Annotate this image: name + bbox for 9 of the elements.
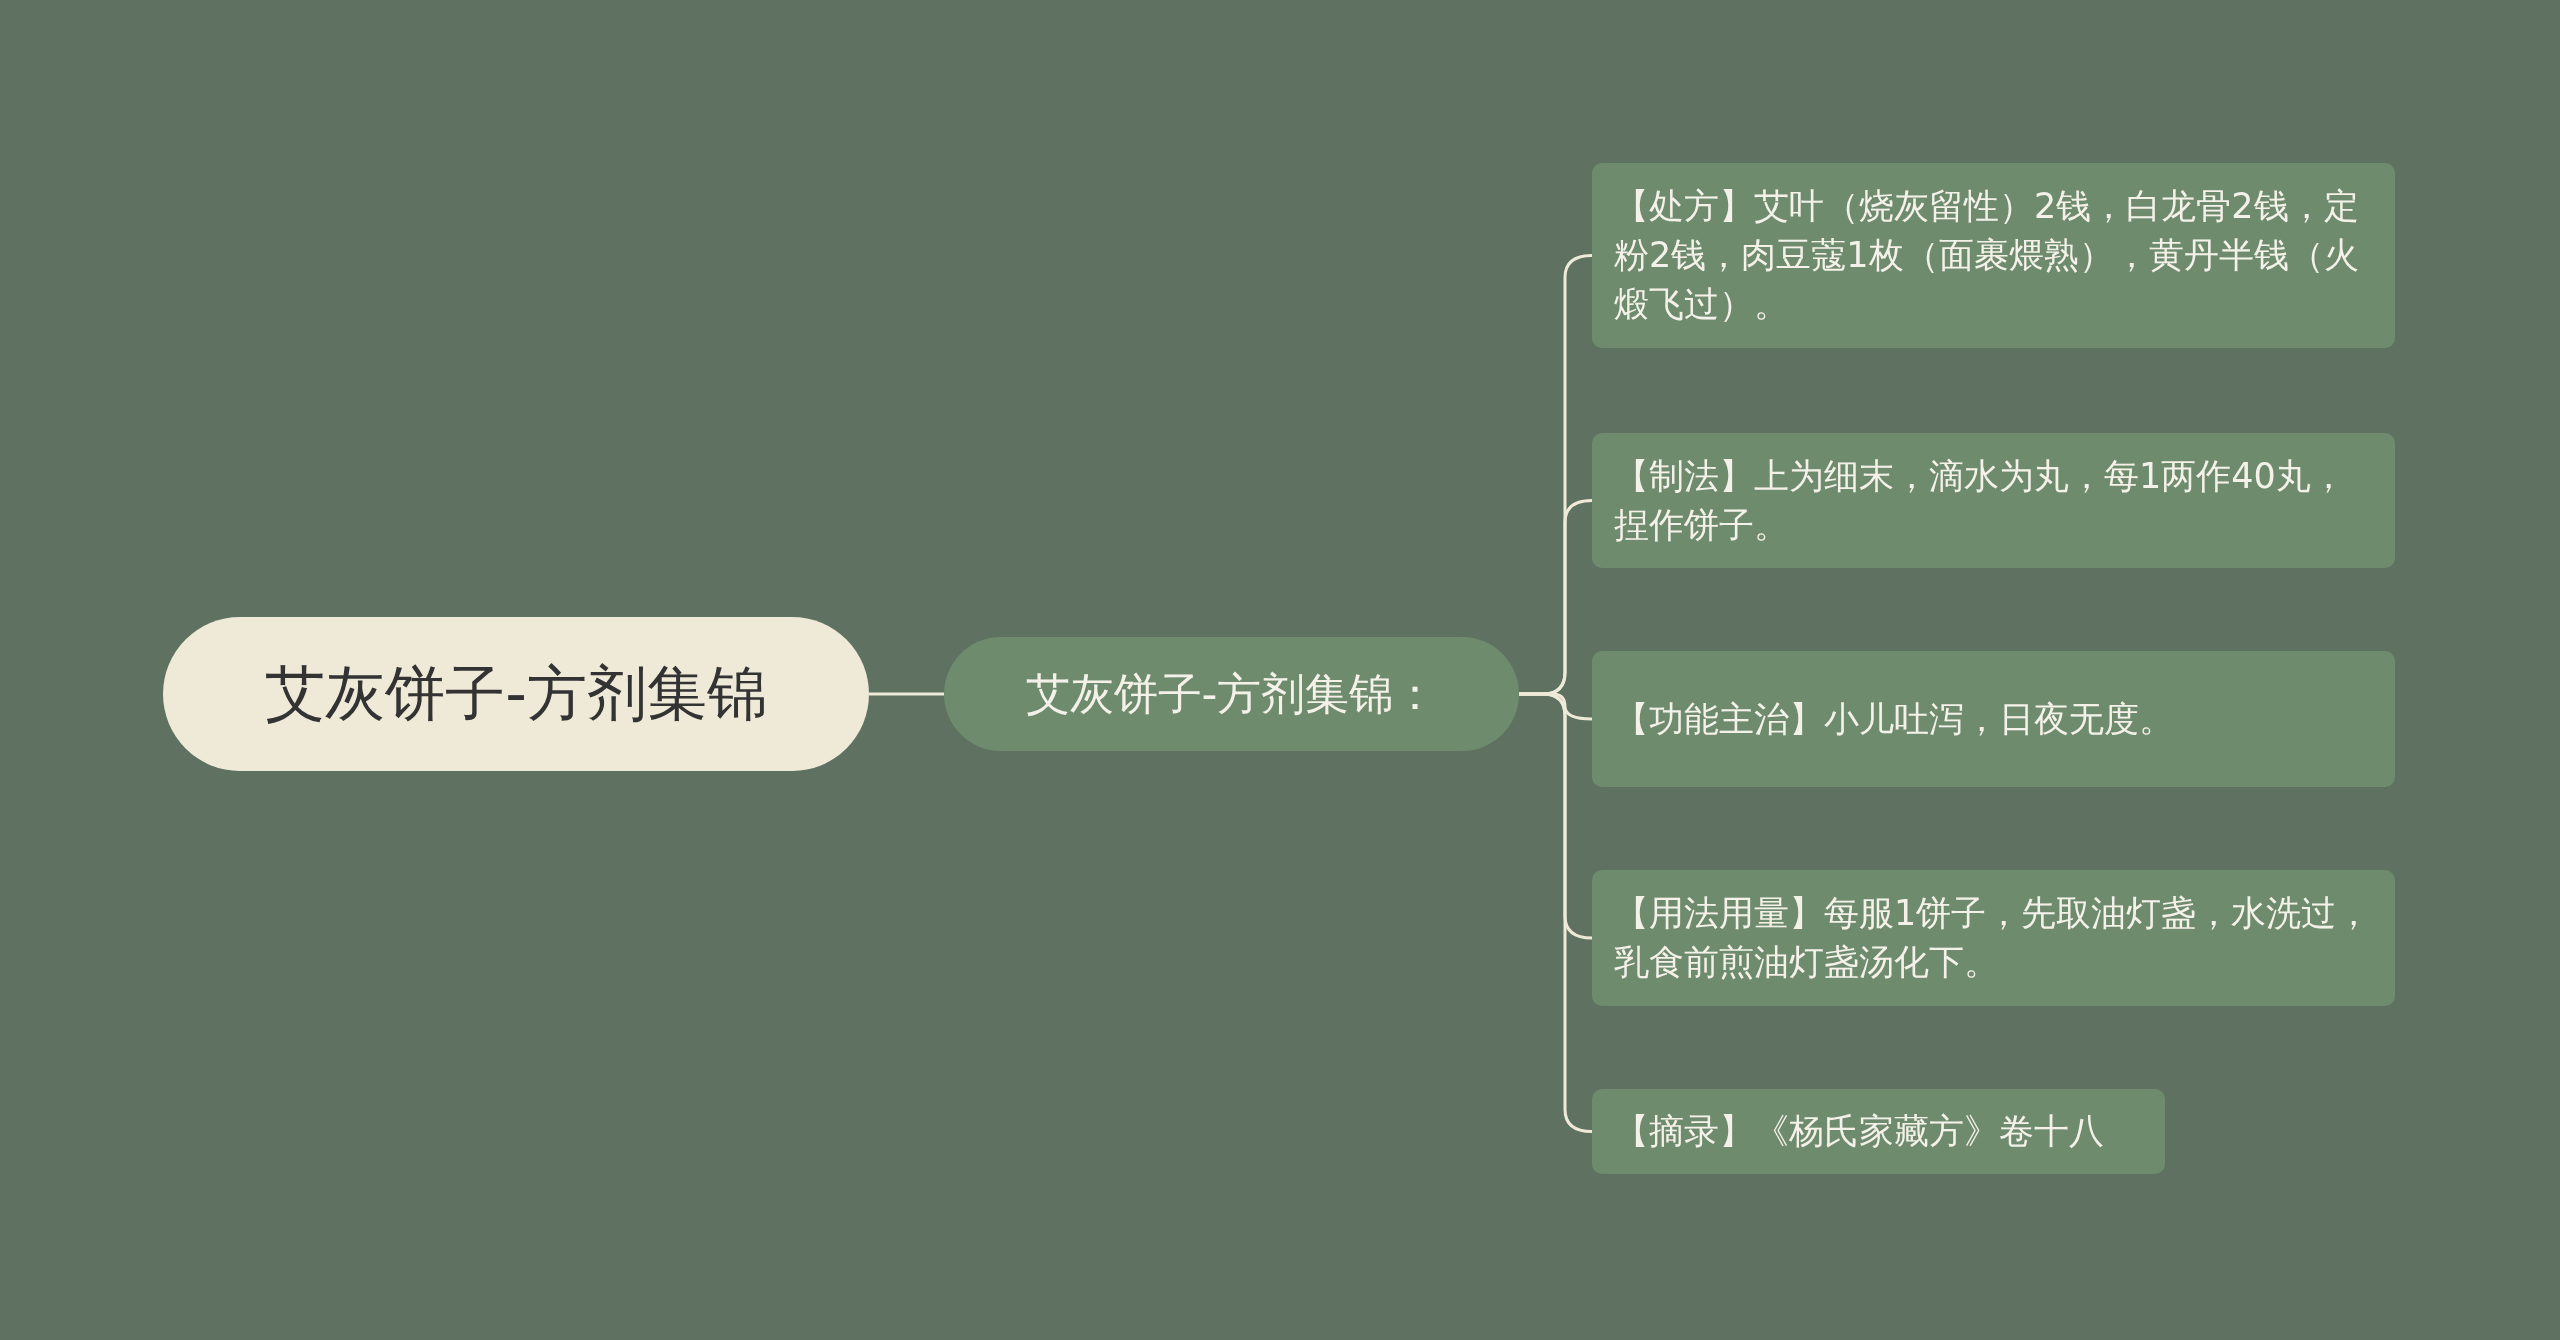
detail-box: 【制法】上为细末，滴水为丸，每1两作40丸，捏作饼子。 [1592,433,2395,568]
detail-box: 【处方】艾叶（烧灰留性）2钱，白龙骨2钱，定粉2钱，肉豆蔻1枚（面裹煨熟），黄丹半钱（火煅飞过）。 [1592,163,2395,348]
detail-box: 【功能主治】小儿吐泻，日夜无度。 [1592,651,2395,787]
connector-line [869,692,944,696]
detail-box: 【用法用量】每服1饼子，先取油灯盏，水洗过，乳食前煎油灯盏汤化下。 [1592,870,2395,1006]
connector-line [1519,692,1593,1133]
subtopic: 艾灰饼子-方剂集锦： [944,637,1519,751]
detail-box: 【摘录】《杨氏家藏方》卷十八 [1592,1089,2165,1174]
central-topic: 艾灰饼子-方剂集锦 [163,617,869,771]
